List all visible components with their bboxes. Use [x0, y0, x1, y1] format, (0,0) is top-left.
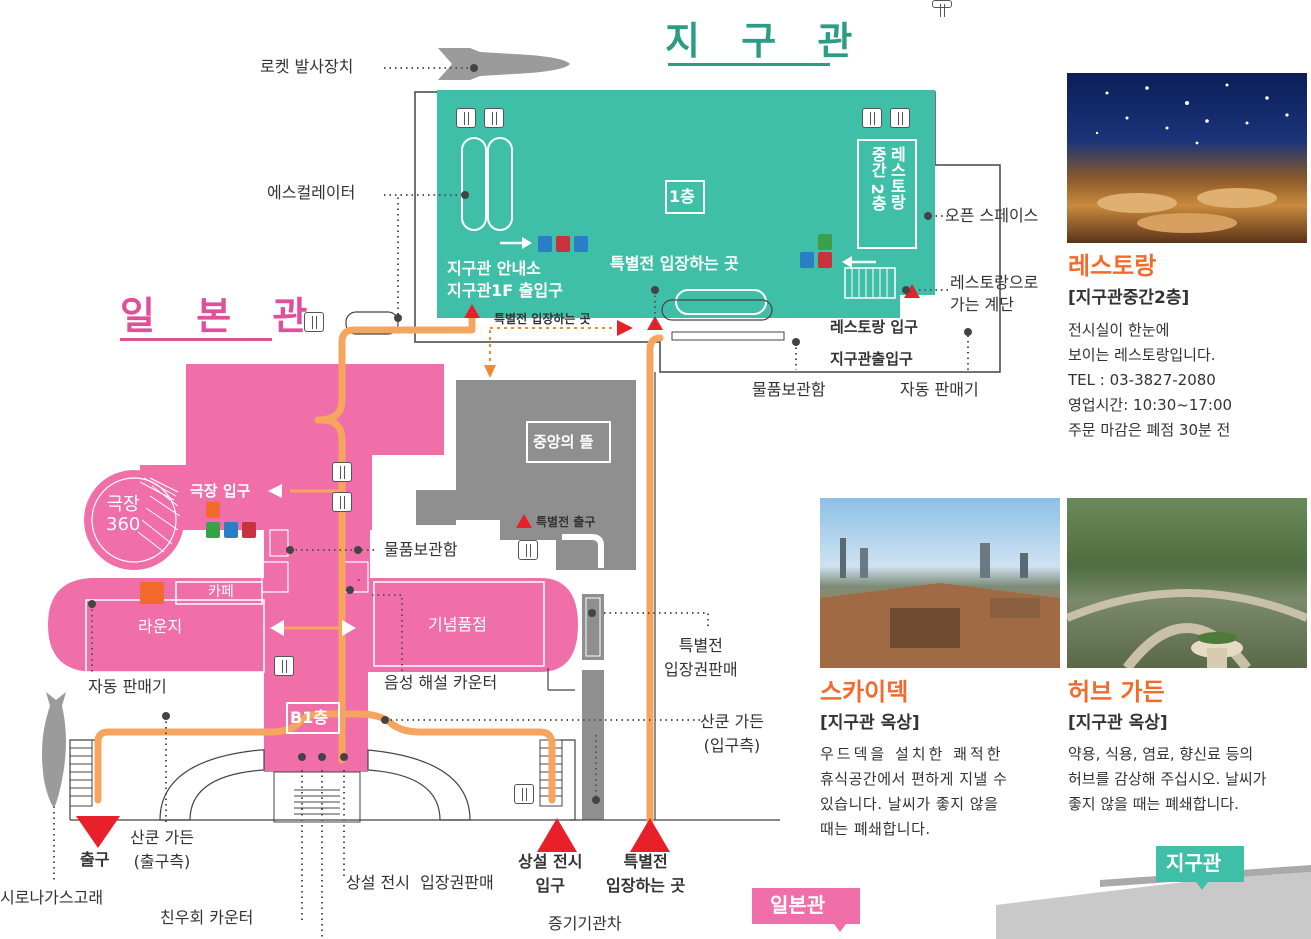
skydeck-line: 있습니다. 날씨가 좋지 않을: [820, 795, 999, 813]
earth-hall-building: [996, 872, 1311, 939]
elevator-icon: [456, 108, 476, 128]
elevator-icon: [332, 462, 352, 482]
restaurant-mid-label: 레스토랑 중간 2층: [868, 146, 907, 211]
japan-hall-underline: [120, 338, 272, 341]
herb-subtitle: [지구관 옥상]: [1068, 713, 1168, 733]
restaurant-line: 주문 마감은 폐점 30분 전: [1068, 421, 1231, 439]
herb-line: 좋지 않을 때는 폐쇄합니다.: [1068, 795, 1239, 813]
restroom-men-icon: [800, 252, 814, 268]
herb-line: 허브를 감상해 주십시오. 날씨가: [1068, 770, 1267, 788]
restaurant-line: 보이는 레스토랑입니다.: [1068, 346, 1216, 364]
japan-hall-tag-pointer: [834, 924, 846, 932]
restaurant-description: 전시실이 한눈에 보이는 레스토랑입니다. TEL : 03-3827-2080…: [1068, 318, 1232, 443]
elevator-icon: [514, 784, 534, 804]
herb-garden-photo: [1067, 498, 1307, 668]
accessible-icon: [818, 234, 832, 250]
vending-b1-callout: 자동 판매기: [88, 677, 167, 696]
elevator-icon: [932, 0, 952, 17]
restaurant-subtitle: [지구관중간2층]: [1068, 288, 1190, 308]
nursing-room-icon: [206, 502, 220, 518]
rocket-callout: 로켓 발사장치: [260, 57, 354, 76]
garden-exit-callout: 산쿤 가든 (출구측): [130, 828, 194, 871]
earth-floor-badge: [665, 180, 705, 214]
skydeck-title: 스카이덱: [820, 678, 909, 706]
skydeck-description: 우드덱을 설치한 쾌적한 휴식공간에서 편하게 지낼 수 있습니다. 날씨가 좋…: [820, 742, 1007, 842]
lounge-label: 라운지: [138, 617, 183, 636]
stairs-icon: [844, 267, 896, 299]
restroom-men-icon: [538, 236, 552, 252]
escalator-callout: 에스컬레이터: [267, 183, 356, 202]
rocket-icon: [438, 48, 570, 80]
restroom-women-icon: [242, 522, 256, 538]
theater-entrance-label: 극장 입구: [190, 482, 251, 500]
elevator-icon: [484, 108, 504, 128]
restroom-men-icon: [224, 522, 238, 538]
elevator-icon: [862, 108, 882, 128]
nursing-room-icon: [140, 582, 164, 604]
regular-tickets-callout: 상설 전시 입장권판매: [346, 873, 494, 892]
skydeck-line: 휴식공간에서 편하게 지낼 수: [820, 770, 1008, 788]
central-garden-area: [456, 380, 636, 570]
info-center-label: 지구관 안내소 지구관1F 출입구: [447, 259, 563, 300]
restroom-women-icon: [818, 252, 832, 268]
whale-callout: 시로나가스고래: [0, 888, 104, 907]
elevator-icon: [890, 108, 910, 128]
open-space-callout: 오픈 스페이스: [945, 206, 1039, 225]
earth-hall-tag-label: 지구관: [1166, 851, 1222, 875]
b1-floor-label: B1층: [290, 708, 329, 727]
earth-hall-tag-pointer: [1196, 882, 1208, 890]
skydeck-line: 우드덱을 설치한 쾌적한: [820, 745, 1004, 763]
earth-floor-label: 1층: [669, 187, 695, 206]
restaurant-line: TEL : 03-3827-2080: [1068, 371, 1216, 389]
special-exit-label: 특별전 출구: [536, 515, 596, 529]
restaurant-photo: [1067, 73, 1307, 243]
restaurant-line: 전시실이 한눈에: [1068, 321, 1170, 339]
special-entry-callout: 특별전 입장하는 곳: [606, 852, 686, 895]
steam-engine-callout: 증기기관차: [548, 914, 622, 933]
herb-line: 약용, 식용, 염료, 향신료 등의: [1068, 745, 1254, 763]
earth-exit-entrance-label: 지구관출입구: [830, 350, 913, 368]
regular-entrance-callout: 상설 전시 입구: [518, 852, 583, 895]
audio-guide-callout: 음성 해설 카운터: [384, 673, 498, 692]
earth-hall-underline: [668, 63, 830, 66]
elevator-icon: [304, 312, 324, 332]
stairs-callout: 레스토랑으로 가는 계단: [950, 273, 1039, 314]
restroom-women-icon: [556, 236, 570, 252]
souvenir-label: 기념품점: [428, 615, 487, 634]
restaurant-mid-box: [857, 139, 917, 249]
herb-description: 약용, 식용, 염료, 향신료 등의 허브를 감상해 주십시오. 날씨가 좋지 …: [1068, 742, 1266, 817]
restaurant-title: 레스토랑: [1068, 252, 1157, 280]
special-tickets-callout: 특별전 입장권판매: [664, 636, 738, 679]
garden-entrance-callout: 산쿤 가든 (입구측): [700, 712, 764, 755]
lockers-b1-callout: 물품보관함: [384, 540, 458, 559]
restaurant-entrance-label: 레스토랑 입구: [830, 318, 919, 336]
japan-hall-tag-label: 일본관: [770, 893, 826, 917]
elevator-icon: [518, 540, 538, 560]
elevator-icon: [274, 656, 294, 676]
accessible-icon: [206, 522, 220, 538]
skydeck-photo: [820, 498, 1060, 668]
skydeck-subtitle: [지구관 옥상]: [820, 713, 920, 733]
exit-callout: 출구: [80, 850, 110, 869]
friends-counter-callout: 친우회 카운터: [160, 908, 254, 927]
japan-hall-floor: [48, 364, 578, 772]
central-garden-label: 중앙의 뜰: [533, 433, 594, 451]
restroom-accessible-icon: [574, 236, 588, 252]
earth-hall-title: 지 구 관: [665, 19, 867, 63]
restaurant-line: 영업시간: 10:30~17:00: [1068, 396, 1233, 414]
elevator-icon: [332, 492, 352, 512]
b1-floor-badge: [286, 702, 340, 734]
whale-icon: [42, 692, 66, 808]
herb-title: 허브 가든: [1068, 678, 1165, 706]
theater-label: 극장 360: [106, 494, 141, 535]
special-entrance-small-label: 특별전 입장하는 곳: [494, 312, 591, 326]
skydeck-line: 때는 폐쇄합니다.: [820, 820, 931, 838]
earth-hall-tag: [1156, 846, 1244, 882]
special-entrance-label: 특별전 입장하는 곳: [610, 254, 739, 273]
lockers-top-callout: 물품보관함: [752, 380, 826, 399]
japan-hall-title: 일 본 관: [120, 294, 322, 338]
cafe-label: 카페: [208, 584, 234, 600]
japan-hall-tag: [752, 888, 860, 924]
vending-top-callout: 자동 판매기: [900, 380, 979, 399]
